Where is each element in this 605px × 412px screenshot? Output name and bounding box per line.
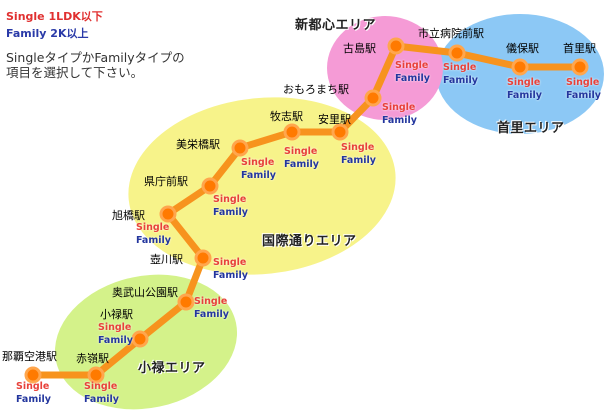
single-option-link[interactable]: Single [284,146,318,157]
family-option-link[interactable]: Family [84,394,119,405]
station-marker [364,89,382,107]
single-option-link[interactable]: Single [213,194,247,205]
station-name: 旭橋駅 [112,209,145,222]
area-label-oroku[interactable]: 小禄エリア [138,361,206,376]
single-option-link[interactable]: Single [16,381,50,392]
family-option-link[interactable]: Family [284,159,319,170]
station-name: 那覇空港駅 [2,350,57,363]
station-option-group: Single Family [566,76,601,102]
station-option-group: Single Family [443,61,478,87]
legend-note-line: 項目を選択して下さい。 [6,65,144,80]
family-option-link[interactable]: Family [241,170,276,181]
single-option-link[interactable]: Single [566,77,600,88]
family-option-link[interactable]: Family [213,207,248,218]
station-name: 首里駅 [563,42,596,55]
station-option-group: Single Family [507,76,542,102]
station-name: 儀保駅 [506,42,539,55]
station-markers [24,37,589,384]
station-option-group: Single Family [16,380,51,406]
station-name: 壺川駅 [150,253,183,266]
family-option-link[interactable]: Family [395,73,430,84]
single-option-link[interactable]: Single [98,322,132,333]
station-option-group: Single Family [213,193,248,219]
station-name: 赤嶺駅 [76,352,109,365]
station-option-group: Single Family [241,156,276,182]
station-option-group: Single Family [84,380,119,406]
station-marker [24,366,42,384]
station-marker [194,249,212,267]
station-name: 安里駅 [318,113,351,126]
station-option-group: Single Family [136,221,171,247]
station-marker [511,58,529,76]
station-name: 奥武山公園駅 [112,286,178,299]
station-name: 小禄駅 [100,308,133,321]
station-marker [131,330,149,348]
family-option-link[interactable]: Family [98,335,133,346]
station-marker [448,44,466,62]
station-option-group: Single Family [284,145,319,171]
legend-note-line: SingleタイプかFamilyタイプの [6,50,185,65]
station-option-group: Single Family [395,59,430,85]
station-name: 美栄橋駅 [176,138,220,151]
legend-note: SingleタイプかFamilyタイプの 項目を選択して下さい。 [6,50,185,80]
station-marker [201,177,219,195]
station-option-group: Single Family [382,101,417,127]
station-name: 市立病院前駅 [418,27,484,40]
station-marker [387,37,405,55]
single-option-link[interactable]: Single [136,222,170,233]
station-option-group: Single Family [341,141,376,167]
single-option-link[interactable]: Single [382,102,416,113]
family-option-link[interactable]: Family [213,270,248,281]
station-option-group: Single Family [194,295,229,321]
station-marker [331,123,349,141]
single-option-link[interactable]: Single [241,157,275,168]
family-option-link[interactable]: Family [16,394,51,405]
legend-single: Single 1LDK以下 [6,10,103,23]
station-marker [231,139,249,157]
station-option-group: Single Family [213,256,248,282]
area-label-shintoshin[interactable]: 新都心エリア [295,18,377,33]
area-kokusai-shape[interactable] [120,84,405,287]
family-option-link[interactable]: Family [382,115,417,126]
single-option-link[interactable]: Single [507,77,541,88]
single-option-link[interactable]: Single [194,296,228,307]
legend-family: Family 2K以上 [6,27,89,40]
family-option-link[interactable]: Family [194,309,229,320]
station-name: おもろまち駅 [283,83,349,96]
single-option-link[interactable]: Single [341,142,375,153]
family-option-link[interactable]: Family [507,90,542,101]
family-option-link[interactable]: Family [136,235,171,246]
single-option-link[interactable]: Single [395,60,429,71]
station-marker [177,293,195,311]
family-option-link[interactable]: Family [443,75,478,86]
station-name: 牧志駅 [270,110,303,123]
family-option-link[interactable]: Family [566,90,601,101]
single-option-link[interactable]: Single [84,381,118,392]
station-marker [283,123,301,141]
single-option-link[interactable]: Single [443,62,477,73]
area-label-shuri[interactable]: 首里エリア [497,121,565,136]
station-name: 古島駅 [343,42,376,55]
area-label-kokusai[interactable]: 国際通りエリア [262,234,357,249]
family-option-link[interactable]: Family [341,155,376,166]
station-option-group: Single Family [98,321,133,347]
station-name: 県庁前駅 [144,175,188,188]
single-option-link[interactable]: Single [213,257,247,268]
station-marker [159,205,177,223]
station-marker [87,366,105,384]
station-marker [571,58,589,76]
